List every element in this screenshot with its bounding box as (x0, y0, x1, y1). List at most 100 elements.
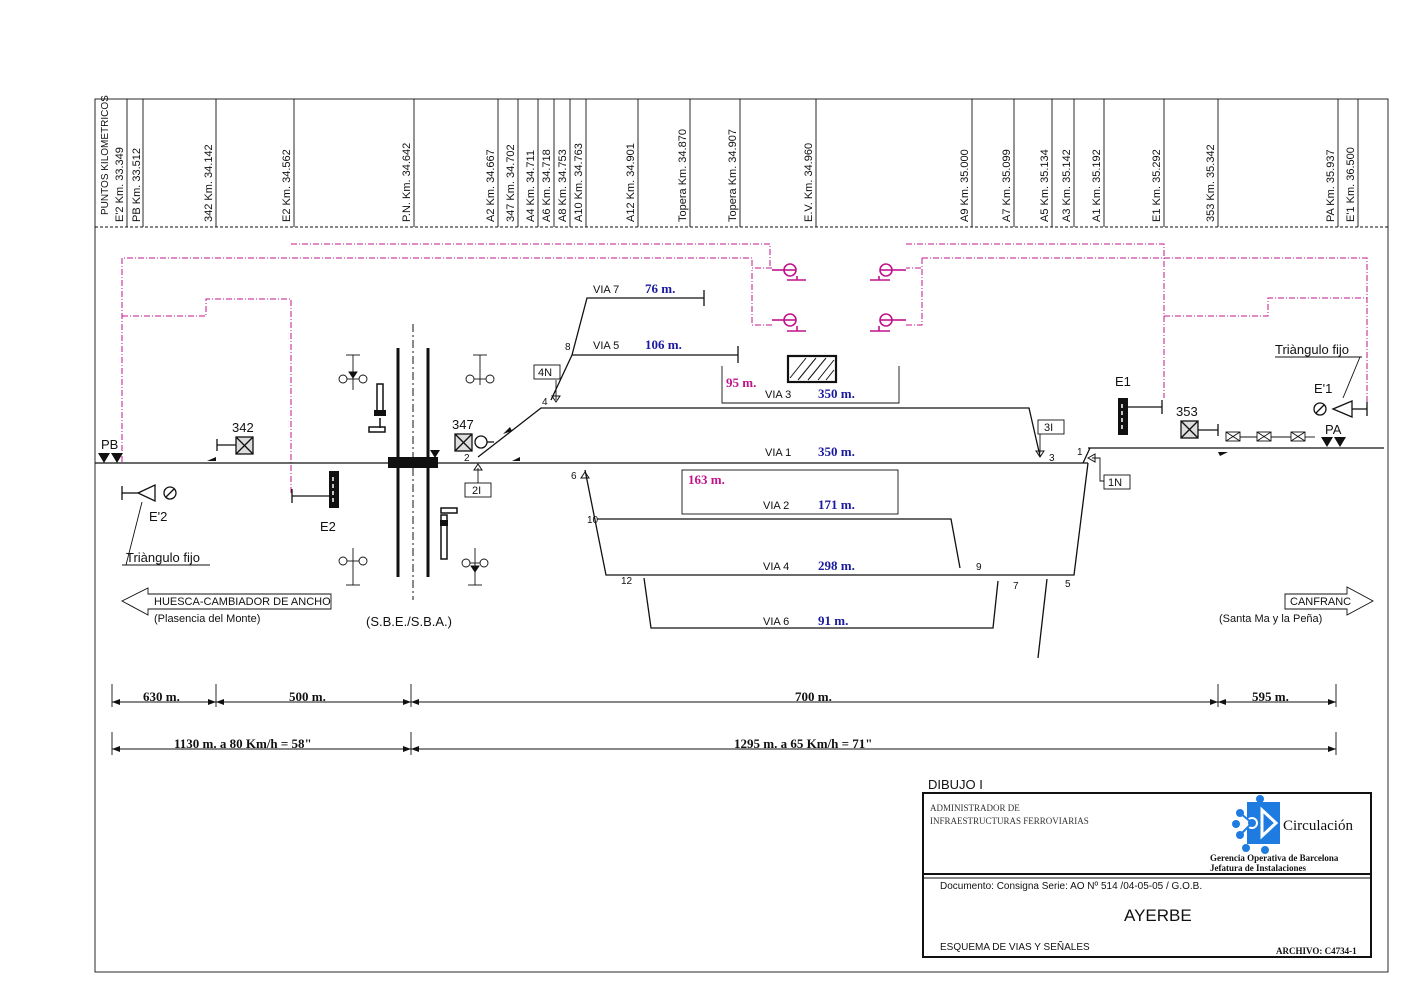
distance-label: 500 m. (289, 689, 326, 704)
switch-number: 7 (1013, 581, 1019, 592)
barrier-light-icon (465, 354, 495, 385)
station-title: AYERBE (1124, 906, 1192, 925)
barrier-light-icon (338, 354, 368, 390)
bell-icon (772, 313, 806, 332)
switch-1 (1082, 447, 1091, 464)
switch-number: 4 (542, 397, 548, 408)
via6-name: VIA 6 (763, 616, 789, 628)
km-label: A10 Km. 34.763 (573, 143, 585, 222)
via5-length: 106 m. (645, 337, 682, 352)
km-header-title: PUNTOS KILOMETRICOS (100, 95, 111, 215)
km-label: A12 Km. 34.901 (625, 143, 637, 222)
dibujo-label: DIBUJO I (928, 777, 983, 792)
track-via6 (643, 577, 999, 629)
km-label: A8 Km. 34.753 (557, 149, 569, 222)
switch-number: 8 (565, 342, 571, 353)
documento-label: Documento: Consigna Serie: AO Nº 514 /04… (940, 881, 1202, 892)
platform-via2 (681, 469, 899, 515)
track-via2 (597, 518, 961, 569)
drawing-frame (94, 98, 1389, 973)
signal-e1-icon (1118, 398, 1163, 435)
via7-length: 76 m. (645, 281, 675, 296)
distance-label: 700 m. (795, 689, 832, 704)
jefatura-label: Jefatura de Instalaciones (1210, 863, 1306, 873)
via3-name: VIA 3 (765, 389, 791, 401)
via6-length: 91 m. (818, 613, 848, 628)
direction-left-sub: (Plasencia del Monte) (154, 613, 260, 625)
via1-length: 350 m. (818, 444, 855, 459)
via4-name: VIA 4 (763, 561, 789, 573)
km-label: 353 Km. 35.342 (1205, 144, 1217, 222)
archivo-label: ARCHIVO: C4734-1 (1276, 946, 1357, 956)
signal-1n-box (1103, 474, 1131, 490)
km-label: A5 Km. 35.134 (1039, 149, 1051, 222)
sbe-label: (S.B.E./S.B.A.) (366, 614, 452, 629)
distance-label: 595 m. (1252, 689, 1289, 704)
pa-marker-icon (1321, 437, 1346, 447)
triangulo-left-pointer (125, 501, 143, 566)
km-label: 342 Km. 34.142 (203, 144, 215, 222)
via1-name: VIA 1 (765, 447, 791, 459)
distance-label: 630 m. (143, 689, 180, 704)
bell-icon (870, 263, 906, 281)
via2-extra: 163 m. (688, 472, 725, 487)
barrier-light-icon (338, 548, 368, 586)
pa-label: PA (1325, 422, 1342, 437)
via4-length: 298 m. (818, 558, 855, 573)
bell-icon (772, 263, 806, 281)
direction-right-sub: (Santa Ma y la Peña) (1219, 613, 1322, 625)
via3-length: 350 m. (818, 386, 855, 401)
km-label: A1 Km. 35.192 (1091, 149, 1103, 222)
switch-number: 5 (1065, 579, 1071, 590)
km-label: A2 Km. 34.667 (485, 149, 497, 222)
signal-347-label: 347 (452, 417, 474, 432)
barrier-light-icon (461, 548, 489, 586)
signal-e2-label: E2 (320, 519, 336, 534)
signal-6-icon (580, 471, 590, 479)
track-via5 (550, 354, 738, 401)
signal-e1-label: E1 (1115, 374, 1131, 389)
switch-number: 6 (571, 471, 577, 482)
dimension-lines (111, 684, 1337, 755)
km-label: E1 Km. 35.292 (1151, 149, 1163, 222)
signal-e-1-icon (1313, 400, 1368, 418)
direction-right-main: CANFRANC (1290, 596, 1351, 608)
timing-label: 1130 m. a 80 Km/h = 58" (174, 736, 312, 751)
track-spur (1037, 578, 1048, 659)
direction-arrow-left (121, 587, 332, 616)
signal-342-label: 342 (232, 420, 254, 435)
adif-line-2: INFRAESTRUCTURAS FERROVIARIAS (930, 816, 1089, 826)
switch-number: 1 (1077, 447, 1083, 458)
balise-icon (1225, 431, 1315, 442)
switch-number: 2 (464, 453, 470, 464)
signal-342-icon (216, 436, 254, 455)
signal-3i-label: 3I (1044, 422, 1053, 434)
km-header-grid (126, 99, 1359, 227)
km-label: P.N. Km. 34.642 (401, 143, 413, 222)
signal-2i-label: 2I (472, 485, 481, 497)
km-label: A7 Km. 35.099 (1001, 149, 1013, 222)
km-label: E.V. Km. 34.960 (803, 143, 815, 222)
platform-via3 (721, 366, 900, 404)
km-label: PB Km. 33.512 (131, 148, 143, 222)
triangulo-right-label: Triàngulo fijo (1275, 342, 1349, 357)
signal-e2-icon (291, 471, 339, 508)
km-label: E2 Km. 34.562 (281, 149, 293, 222)
km-label: E'2 Km. 33.349 (114, 147, 126, 222)
pb-marker-icon (98, 453, 123, 463)
track-via4 (584, 462, 1089, 576)
track-marker-icon (207, 427, 1228, 461)
timing-label: 1295 m. a 65 Km/h = 71" (734, 736, 873, 751)
triangulo-left-label: Triàngulo fijo (126, 550, 200, 565)
signal-4n-label: 4N (538, 367, 552, 379)
circulacion-logo-icon (1232, 795, 1280, 854)
pb-label: PB (101, 437, 118, 452)
barrier-arm-icon (440, 507, 458, 560)
adif-line-1: ADMINISTRADOR DE (930, 803, 1020, 813)
subtitle-label: ESQUEMA DE VIAS Y SEÑALES (940, 940, 1090, 953)
signal-e-2-icon (121, 483, 177, 503)
via2-name: VIA 2 (763, 500, 789, 512)
dimension-arrows (112, 699, 1336, 752)
barrier-arm-icon (368, 383, 386, 433)
